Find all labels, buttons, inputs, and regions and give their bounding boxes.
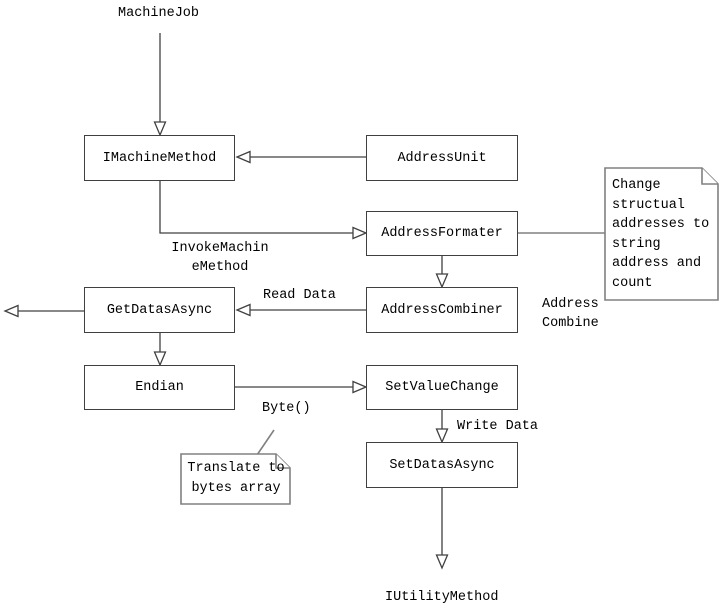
node-addresscombiner: AddressCombiner	[366, 287, 518, 333]
edge-label-line: eMethod	[191, 260, 249, 275]
arrowhead-left-icon	[235, 150, 251, 164]
note-line: Change	[612, 178, 661, 193]
arrowhead-down-icon	[153, 121, 167, 137]
edge-addresscombiner-to-getdatasasync	[235, 303, 366, 317]
arrowhead-down-icon	[435, 273, 449, 289]
arrowhead-down-icon	[153, 351, 167, 367]
edge-setdatasasync-to-iutilitymethod	[435, 488, 449, 570]
node-imachinemethod: IMachineMethod	[84, 135, 235, 181]
edge-endian-to-setvaluechange	[235, 380, 368, 394]
edge-addressformater-to-addresscombiner	[435, 256, 449, 289]
edge-label-read-data: Read Data	[263, 288, 336, 303]
edge-label-address-combine: Address Combine	[542, 295, 599, 333]
node-getdatasasync: GetDatasAsync	[84, 287, 235, 333]
arrowhead-left-icon	[235, 303, 251, 317]
note-line: count	[612, 275, 653, 291]
arrowhead-right-icon	[352, 226, 368, 240]
note-line: structual	[612, 197, 685, 213]
node-setvaluechange: SetValueChange	[366, 365, 518, 410]
edge-getdatasasync-out-left	[3, 304, 84, 318]
arrowhead-down-icon	[435, 554, 449, 570]
note-line: string	[612, 236, 661, 252]
note-translate-bytes-text: Translate to bytes array	[182, 459, 290, 498]
note-line: address and	[612, 256, 702, 271]
note-line: Translate to	[187, 461, 285, 476]
edge-label-write-data: Write Data	[457, 419, 539, 434]
edge-label-line: Address	[542, 297, 599, 312]
note-line: bytes array	[191, 480, 281, 496]
note-connector-byte	[256, 429, 275, 456]
edge-machinejob-to-imachinemethod	[153, 33, 167, 137]
note-change-structural-text: Change structual addresses to string add…	[612, 176, 709, 293]
edge-getdatasasync-to-endian	[153, 333, 167, 367]
node-setdatasasync: SetDatasAsync	[366, 442, 518, 488]
edge-label-invokemachinemethod: InvokeMachin eMethod	[158, 239, 282, 277]
arrowhead-down-icon	[435, 428, 449, 444]
edge-label-byte: Byte()	[262, 401, 311, 416]
edge-imachinemethod-to-addressformater	[159, 181, 368, 240]
note-shape-change-structural	[604, 167, 719, 301]
terminal-label-iutilitymethod: IUtilityMethod	[385, 590, 499, 605]
edge-addressunit-to-imachinemethod	[235, 150, 366, 164]
note-fold-icon	[275, 454, 290, 469]
node-addressformater: AddressFormater	[366, 211, 518, 256]
edge-label-line: Combine	[542, 316, 599, 331]
arrowhead-right-icon	[352, 380, 368, 394]
node-addressunit: AddressUnit	[366, 135, 518, 181]
note-fold-icon	[701, 168, 718, 185]
node-endian: Endian	[84, 365, 235, 410]
arrowhead-left-icon	[3, 304, 19, 318]
edge-setvaluechange-to-setdatasasync	[435, 410, 449, 444]
edge-label-line: InvokeMachin	[171, 241, 269, 256]
terminal-label-machinejob: MachineJob	[118, 6, 200, 21]
note-line: addresses to	[612, 217, 710, 232]
note-shape-translate-bytes	[180, 453, 291, 505]
